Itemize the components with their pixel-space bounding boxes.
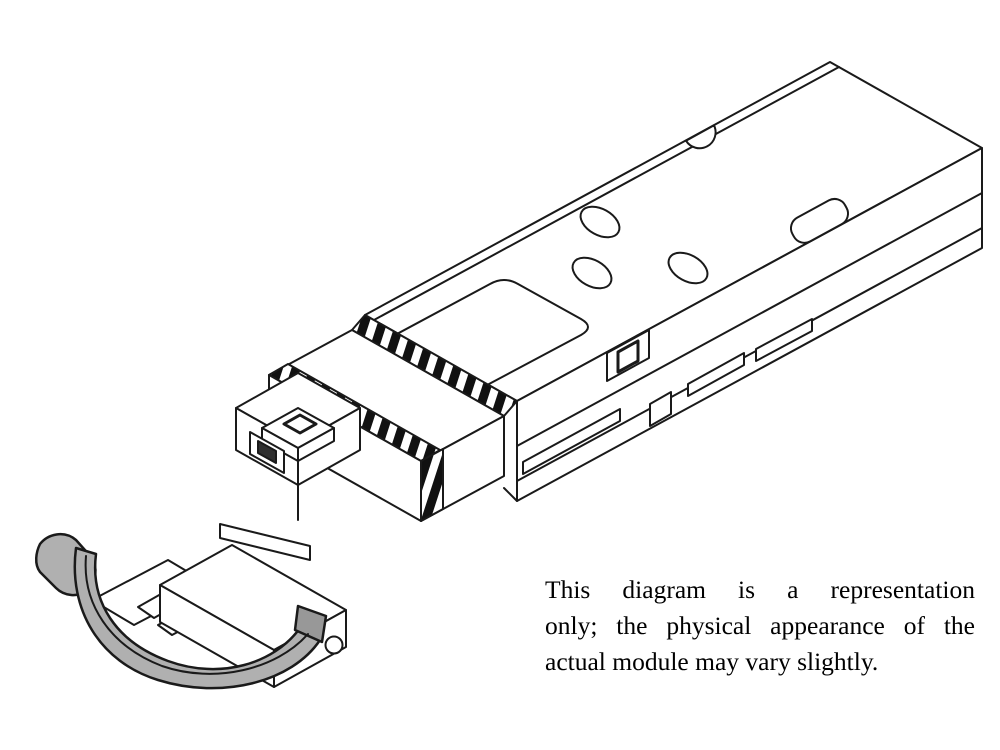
caption-line-1: This diagram is a representation <box>545 575 975 604</box>
caption: This diagram is a representation only; t… <box>545 572 975 681</box>
side-square-hole <box>649 391 672 427</box>
module-rear-body <box>361 61 983 502</box>
side-seam-line <box>516 192 983 447</box>
fiber-cavity-dark <box>257 440 277 464</box>
emi-finger-band-side <box>420 448 444 522</box>
receptacle-right <box>297 407 361 486</box>
connector-receptacle <box>219 372 361 561</box>
bail-end-cap <box>293 604 328 644</box>
caption-line-3: actual module may vary slightly. <box>545 647 879 677</box>
latch-tab-inner <box>616 339 640 374</box>
caption-line-2: only; the physical appearance of the <box>545 611 975 641</box>
bail-latch <box>35 532 328 690</box>
pivot-pin <box>324 635 344 655</box>
latch-boss-right <box>297 427 335 462</box>
bottom-step-line <box>503 487 518 502</box>
side-slot-3 <box>522 408 621 475</box>
side-rail-line <box>516 227 983 482</box>
vent-hole-1 <box>579 205 621 239</box>
side-slot-2 <box>755 318 813 362</box>
side-slot-1 <box>687 352 745 397</box>
top-edge-line <box>373 66 840 321</box>
vent-hole-3 <box>667 251 709 285</box>
end-slot <box>789 197 850 244</box>
rear-edge-notch <box>685 124 717 150</box>
vent-hole-2 <box>571 256 613 290</box>
bail-edge-line <box>84 555 309 675</box>
latch-boss-hole <box>282 413 318 435</box>
front-blade <box>219 523 311 561</box>
